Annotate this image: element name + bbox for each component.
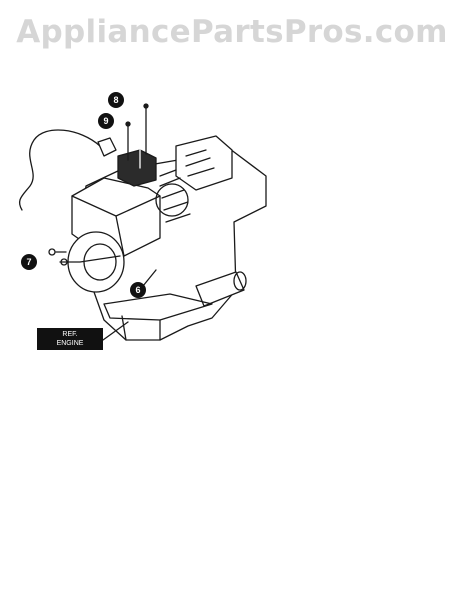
carburetor — [117, 149, 157, 187]
svg-text:8: 8 — [113, 95, 118, 105]
svg-text:7: 7 — [26, 257, 31, 267]
callout-6: 6 — [130, 282, 146, 298]
callout-8: 8 — [108, 92, 124, 108]
cylinder-fins — [159, 169, 191, 223]
site-watermark: AppliancePartsPros.com — [16, 14, 448, 50]
ref-label-line2: ENGINE — [56, 340, 84, 347]
muffler — [175, 135, 233, 191]
output-shaft — [195, 271, 245, 307]
callout-9: 9 — [98, 113, 114, 129]
ref-label-line1: REF. — [62, 331, 78, 338]
engine-base — [103, 293, 213, 321]
callout-7: 7 — [21, 254, 37, 270]
wire-harness — [18, 129, 101, 211]
wire-plug — [97, 137, 117, 157]
reference-engine-label: REF. ENGINE — [37, 328, 103, 350]
svg-text:6: 6 — [135, 285, 140, 295]
svg-text:9: 9 — [103, 116, 108, 126]
